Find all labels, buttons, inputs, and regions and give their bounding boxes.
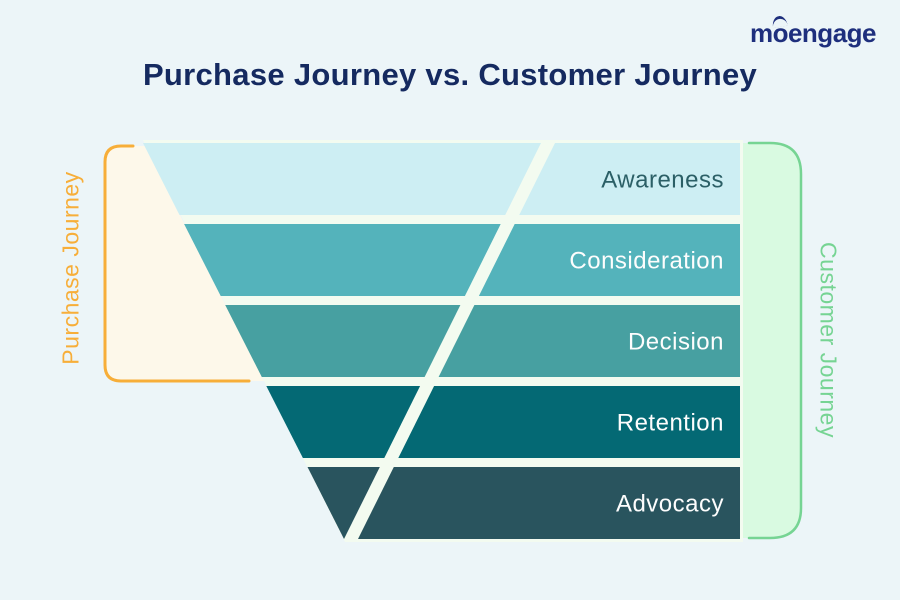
customer-journey-label: Customer Journey	[815, 242, 842, 438]
funnel-stages: AwarenessConsiderationDecisionRetentionA…	[143, 143, 740, 539]
stage-bar-awareness	[519, 143, 740, 215]
customer-journey-bracket	[747, 141, 803, 540]
stage-bar-consideration	[478, 224, 740, 296]
stage-bar-retention	[398, 386, 740, 458]
funnel-segment-decision	[225, 305, 461, 377]
logo-text: moengage	[749, 18, 877, 48]
funnel-segment-awareness	[143, 143, 541, 215]
funnel-segment-retention	[266, 386, 421, 458]
customer-journey-region	[742, 143, 801, 538]
purchase-journey-bracket	[103, 144, 251, 383]
purchase-journey-label: Purchase Journey	[57, 171, 84, 365]
page-title: Purchase Journey vs. Customer Journey	[142, 57, 758, 92]
stage-label-awareness: Awareness	[601, 167, 724, 194]
stage-label-decision: Decision	[628, 329, 724, 356]
stage-label-retention: Retention	[617, 410, 724, 437]
purchase-journey-region	[105, 146, 264, 381]
stage-bar-decision	[438, 305, 740, 377]
funnel-segment-advocacy	[307, 467, 380, 539]
funnel-segment-consideration	[184, 224, 501, 296]
stage-label-consideration: Consideration	[569, 248, 724, 275]
moengage-logo: moengage	[749, 14, 877, 49]
stage-label-advocacy: Advocacy	[616, 491, 724, 518]
stage-bar-advocacy	[358, 467, 740, 539]
